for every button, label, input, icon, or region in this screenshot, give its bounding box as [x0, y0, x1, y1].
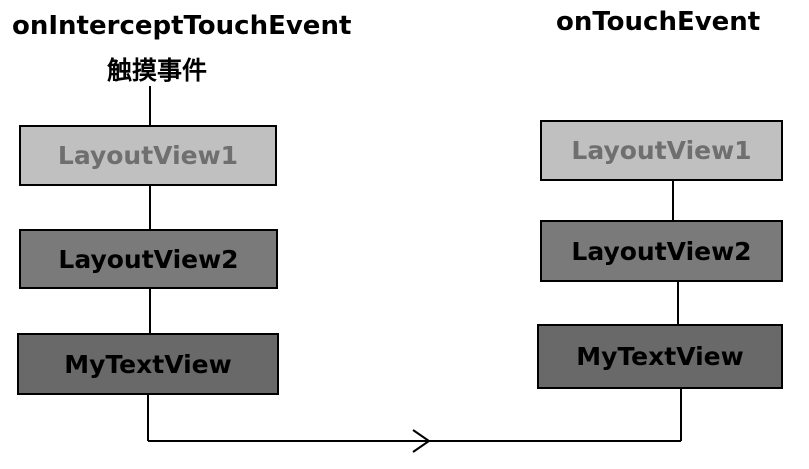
left-mytextview-box: MyTextView [17, 333, 279, 395]
touch-heading: onTouchEvent [556, 7, 761, 37]
right-layoutview2-box: LayoutView2 [540, 220, 783, 282]
touch-event-label: 触摸事件 [107, 56, 208, 85]
transfer-arrowhead [412, 429, 431, 453]
right-mytextview-box: MyTextView [537, 324, 783, 389]
left-layoutview1-box: LayoutView1 [19, 125, 277, 186]
intercept-heading: onInterceptTouchEvent [12, 11, 352, 41]
right-layoutview1-box: LayoutView1 [540, 120, 783, 181]
left-layoutview2-box: LayoutView2 [19, 229, 278, 289]
